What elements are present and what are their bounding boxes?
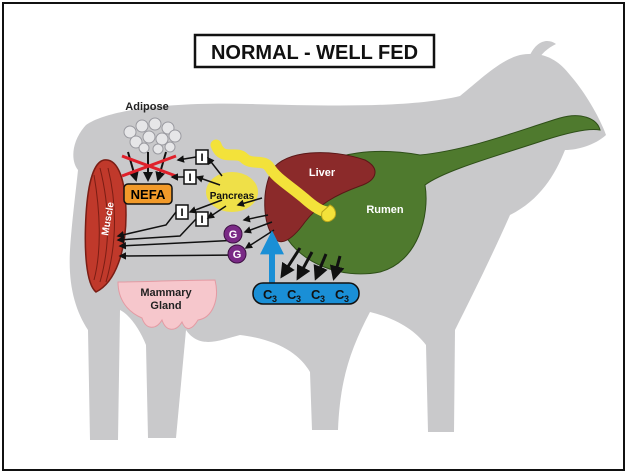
- insulin-label: I: [180, 207, 183, 219]
- mammary-label-line1: Mammary: [140, 287, 192, 299]
- adipose-label: Adipose: [125, 101, 168, 113]
- rumen-label: Rumen: [366, 204, 404, 216]
- page-title: NORMAL - WELL FED: [211, 42, 418, 64]
- insulin-label: I: [200, 214, 203, 226]
- mammary-label-line2: Gland: [150, 300, 181, 312]
- pancreas-label: Pancreas: [210, 191, 255, 202]
- glucose-label: G: [233, 249, 242, 261]
- liver-label: Liver: [309, 167, 336, 179]
- c3-subscript: 3: [344, 294, 349, 304]
- insulin-label: I: [188, 172, 191, 184]
- c3-subscript: 3: [272, 294, 277, 304]
- c3-subscript: 3: [320, 294, 325, 304]
- insulin-label: I: [200, 152, 203, 164]
- glucose-label: G: [229, 229, 238, 241]
- nefa-label: NEFA: [131, 187, 166, 202]
- c3-subscript: 3: [296, 294, 301, 304]
